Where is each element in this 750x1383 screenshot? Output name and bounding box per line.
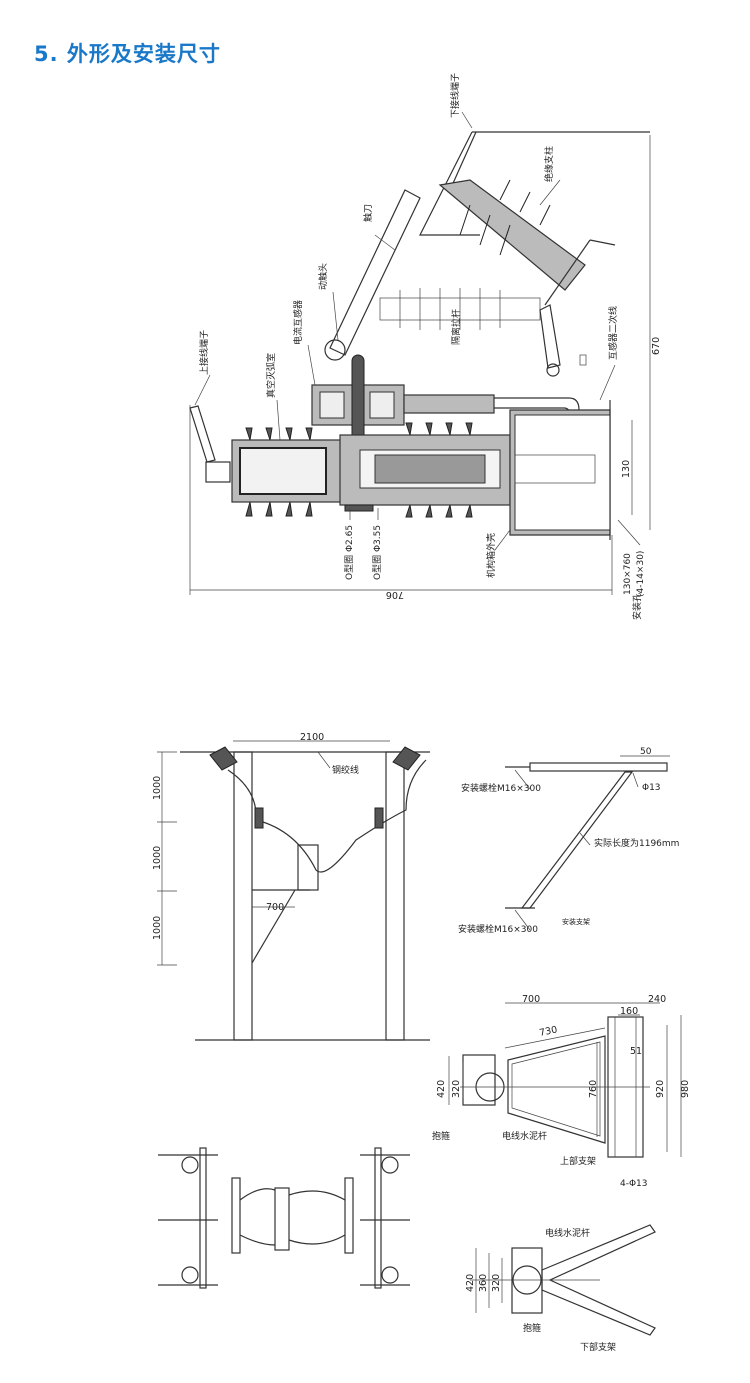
dim-700: 700 <box>522 994 540 1005</box>
upper-bracket-labels: 700 240 160 730 51 420 320 760 920 980 抱… <box>432 994 691 1189</box>
pole-diagram-labels: 2100 钢绞线 1000 1000 1000 700 <box>152 732 359 940</box>
label-vacuum-chamber: 真空灭弧室 <box>265 353 277 398</box>
dim-51: 51 <box>630 1046 642 1057</box>
dim-730: 730 <box>538 1024 558 1039</box>
dim-lower-420: 420 <box>465 1274 476 1292</box>
upper-bracket-caption: 上部支架 <box>560 1155 596 1167</box>
label-transformer-secondary: 互感器二次线 <box>607 306 619 360</box>
label-mount-hole-size: 130×760 <box>623 553 633 595</box>
label-lower-clamp: 抱箍 <box>523 1322 541 1334</box>
label-insulating-post: 绝缘支柱 <box>543 146 555 182</box>
lower-bracket-caption: 下部支架 <box>580 1341 616 1353</box>
dim-vertical-1: 1000 <box>152 776 163 800</box>
label-actual-length: 实际长度为1196mm <box>594 837 679 849</box>
dim-bracket-length: 700 <box>266 902 284 913</box>
dim-920: 920 <box>655 1080 666 1098</box>
label-bolt-top: 安装螺栓M16×300 <box>461 782 541 794</box>
label-mechanism-housing: 机构箱外壳 <box>485 533 497 578</box>
section-title: 5. 外形及安装尺寸 <box>34 42 221 66</box>
dim-height: 670 <box>651 337 662 355</box>
label-blade: 触刀 <box>362 204 374 222</box>
label-upper-terminal: 上接线端子 <box>198 330 210 375</box>
dim-width: 706 <box>386 589 404 600</box>
dim-50: 50 <box>640 747 652 757</box>
lower-bracket-drawing <box>470 1224 656 1336</box>
mount-bracket-caption: 安装支架 <box>562 917 590 926</box>
label-pole: 电线水泥杆 <box>502 1130 547 1142</box>
label-lower-terminal: 下接线端子 <box>449 73 461 118</box>
label-moving-contact: 动触头 <box>317 263 329 290</box>
pole-installation-drawing <box>157 740 430 1041</box>
label-oring-2: O型圈 Φ3.55 <box>372 525 383 580</box>
label-mount-hole: 安装孔 <box>631 593 643 620</box>
dim-420: 420 <box>436 1080 447 1098</box>
label-current-transformer: 电流互感器 <box>292 300 304 345</box>
upper-bracket-drawing <box>448 1002 682 1158</box>
dim-lower-360: 360 <box>478 1274 489 1292</box>
dim-320: 320 <box>451 1080 462 1098</box>
label-isolating-rod: 隔离拉杆 <box>450 309 462 345</box>
mount-bracket-drawing <box>505 755 670 931</box>
switch-cross-section-drawing <box>189 111 651 595</box>
label-oring-1: O型圈 Φ2.65 <box>344 525 355 580</box>
dim-240: 240 <box>648 994 666 1005</box>
label-steel-wire: 钢绞线 <box>332 764 359 776</box>
dim-vertical-3: 1000 <box>152 916 163 940</box>
mount-bracket-labels: 50 Φ13 安装螺栓M16×300 实际长度为1196mm 安装螺栓M16×3… <box>458 747 679 935</box>
top-view-drawing <box>158 1147 410 1289</box>
label-hole: Φ13 <box>642 783 661 793</box>
label-mount-hole-slots: (4-14×30) <box>636 551 646 597</box>
dim-vertical-2: 1000 <box>152 846 163 870</box>
main-diagram-labels: 下接线端子 绝缘支柱 触刀 动触头 电流互感器 隔离拉杆 互感器二次线 上接线端… <box>198 73 662 620</box>
dim-760: 760 <box>588 1080 599 1098</box>
dim-980: 980 <box>680 1080 691 1098</box>
label-clamp: 抱箍 <box>432 1130 450 1142</box>
label-holes: 4-Φ13 <box>620 1179 648 1189</box>
label-bolt-bottom: 安装螺栓M16×300 <box>458 923 538 935</box>
dim-160: 160 <box>620 1006 638 1017</box>
dim-span: 2100 <box>300 732 324 743</box>
label-lower-pole: 电线水泥杆 <box>545 1227 590 1239</box>
dim-lower-320: 320 <box>491 1274 502 1292</box>
dim-hole-spacing: 130 <box>621 460 632 478</box>
lower-bracket-labels: 电线水泥杆 420 360 320 抱箍 下部支架 <box>465 1227 616 1353</box>
